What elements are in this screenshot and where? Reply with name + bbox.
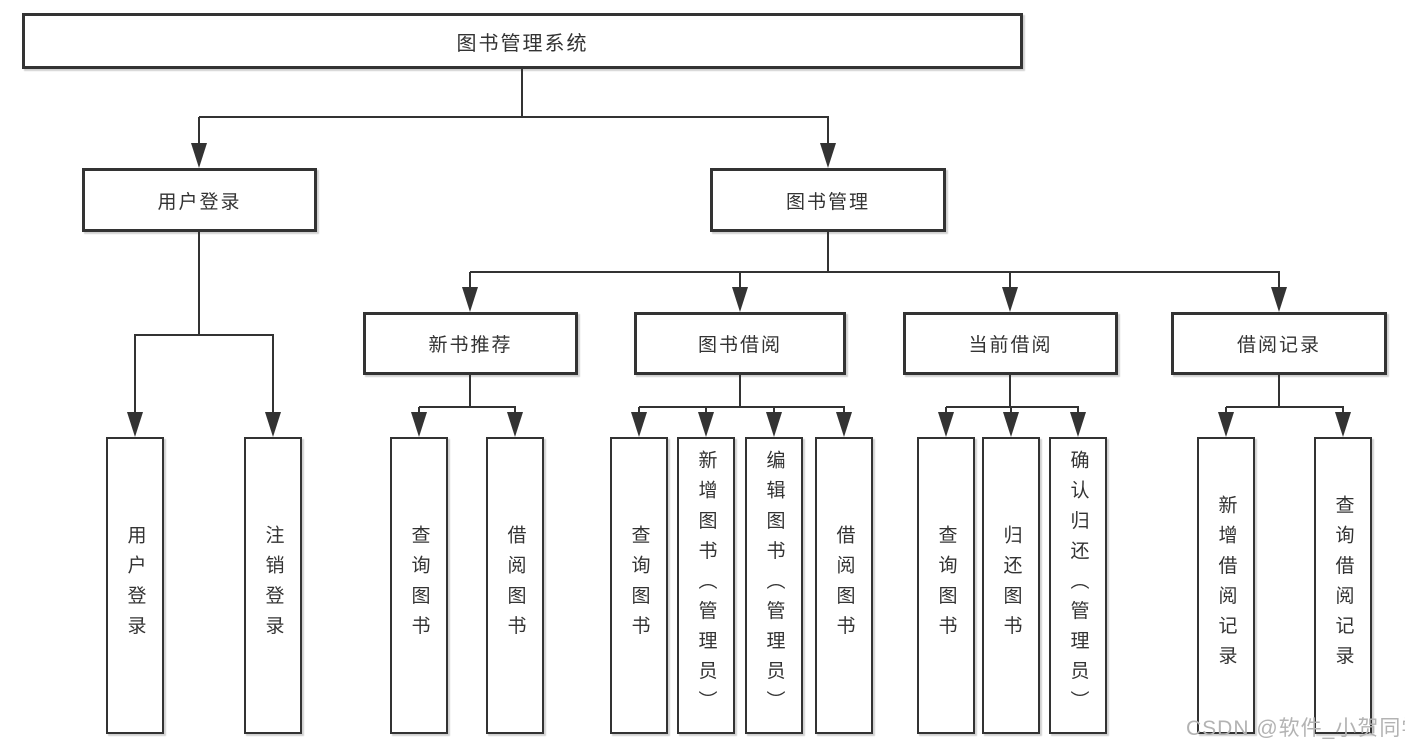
connector-line <box>1009 375 1011 408</box>
connector-line <box>1010 407 1012 415</box>
connector-line <box>739 375 741 408</box>
arrow-down-icon <box>411 412 427 437</box>
node-label: 用户登录 <box>157 191 242 213</box>
arrow-down-icon <box>1271 287 1287 312</box>
leaf-query-books-3: 查询图书 <box>917 437 975 734</box>
arrow-down-icon <box>631 412 647 437</box>
leaf-label: 查询图书 <box>935 525 957 646</box>
connector-line <box>827 117 829 147</box>
leaf-query-borrow-record: 查询借阅记录 <box>1314 437 1372 734</box>
leaf-label: 新增借阅记录 <box>1215 495 1237 676</box>
connector-line <box>469 272 471 290</box>
connector-line <box>272 335 274 415</box>
leaf-label: 查询借阅记录 <box>1332 495 1354 676</box>
leaf-label: 注销登录 <box>262 525 284 646</box>
connector-line <box>470 271 1280 273</box>
arrow-down-icon <box>820 143 836 168</box>
connector-line <box>639 406 845 408</box>
connector-line <box>638 407 640 415</box>
connector-line <box>739 272 741 290</box>
leaf-user-login: 用户登录 <box>106 437 164 734</box>
arrow-down-icon <box>766 412 782 437</box>
node-label: 图书借阅 <box>697 335 782 356</box>
leaf-logout: 注销登录 <box>244 437 302 734</box>
connector-line <box>418 407 420 415</box>
leaf-query-books-2: 查询图书 <box>610 437 668 734</box>
arrow-down-icon <box>265 412 281 437</box>
connector-line <box>134 335 136 415</box>
connector-line <box>1077 407 1079 415</box>
connector-line <box>514 407 516 415</box>
leaf-label: 确认归还（管理员） <box>1067 450 1089 721</box>
arrow-down-icon <box>938 412 954 437</box>
node-new-book-recommendation: 新书推荐 <box>363 312 578 375</box>
connector-line <box>1226 406 1344 408</box>
arrow-down-icon <box>1003 412 1019 437</box>
connector-line <box>198 117 200 147</box>
connector-line <box>705 407 707 415</box>
connector-line <box>827 232 829 273</box>
connector-line <box>199 116 829 118</box>
connector-line <box>773 407 775 415</box>
connector-line <box>198 232 200 336</box>
leaf-label: 借阅图书 <box>833 525 855 646</box>
leaf-add-borrow-record: 新增借阅记录 <box>1197 437 1255 734</box>
arrow-down-icon <box>698 412 714 437</box>
node-book-borrowing: 图书借阅 <box>634 312 846 375</box>
connector-line <box>1278 272 1280 290</box>
arrow-down-icon <box>127 412 143 437</box>
leaf-borrow-books-1: 借阅图书 <box>486 437 544 734</box>
arrow-down-icon <box>191 143 207 168</box>
connector-line <box>134 334 274 336</box>
node-label: 图书管理系统 <box>456 32 589 55</box>
connector-line <box>419 406 516 408</box>
node-book-management: 图书管理 <box>710 168 946 232</box>
arrow-down-icon <box>836 412 852 437</box>
node-borrowing-records: 借阅记录 <box>1171 312 1387 375</box>
leaf-edit-book-admin: 编辑图书（管理员） <box>745 437 803 734</box>
arrow-down-icon <box>462 287 478 312</box>
connector-line <box>1342 407 1344 415</box>
connector-line <box>521 69 523 118</box>
arrow-down-icon <box>507 412 523 437</box>
connector-line <box>1225 407 1227 415</box>
csdn-watermark: CSDN @软件_小贺同学 <box>1186 717 1405 740</box>
arrow-down-icon <box>1070 412 1086 437</box>
arrow-down-icon <box>1218 412 1234 437</box>
arrow-down-icon <box>732 287 748 312</box>
node-library-management-system: 图书管理系统 <box>22 13 1023 69</box>
leaf-query-books-1: 查询图书 <box>390 437 448 734</box>
node-current-borrowing: 当前借阅 <box>903 312 1118 375</box>
leaf-label: 新增图书（管理员） <box>695 450 717 721</box>
leaf-add-book-admin: 新增图书（管理员） <box>677 437 735 734</box>
node-user-login: 用户登录 <box>82 168 317 232</box>
leaf-label: 借阅图书 <box>504 525 526 646</box>
leaf-return-books: 归还图书 <box>982 437 1040 734</box>
arrow-down-icon <box>1335 412 1351 437</box>
connector-line <box>469 375 471 408</box>
node-label: 新书推荐 <box>428 335 513 356</box>
arrow-down-icon <box>1002 287 1018 312</box>
node-label: 借阅记录 <box>1236 335 1321 356</box>
node-label: 当前借阅 <box>968 335 1053 356</box>
connector-line <box>945 407 947 415</box>
leaf-borrow-books-2: 借阅图书 <box>815 437 873 734</box>
connector-line <box>843 407 845 415</box>
leaf-label: 用户登录 <box>124 525 146 646</box>
node-label: 图书管理 <box>785 191 870 213</box>
leaf-confirm-return-admin: 确认归还（管理员） <box>1049 437 1107 734</box>
leaf-label: 编辑图书（管理员） <box>763 450 785 721</box>
connector-line <box>946 406 1079 408</box>
leaf-label: 查询图书 <box>408 525 430 646</box>
leaf-label: 归还图书 <box>1000 525 1022 646</box>
leaf-label: 查询图书 <box>628 525 650 646</box>
connector-line <box>1278 375 1280 408</box>
connector-line <box>1009 272 1011 290</box>
